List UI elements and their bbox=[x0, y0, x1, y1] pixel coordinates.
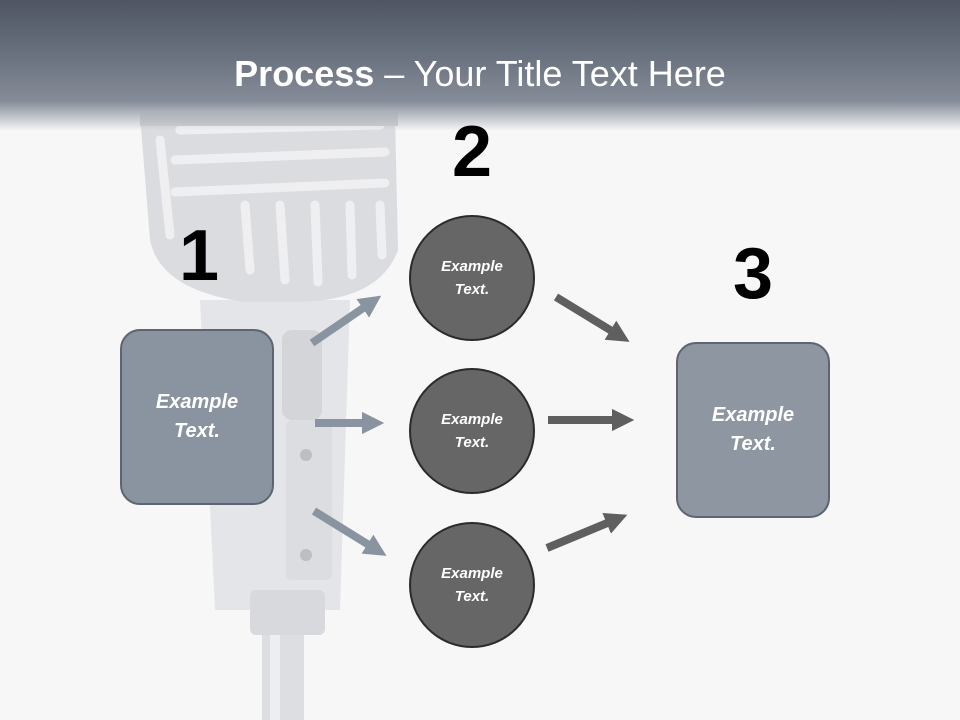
circle-middle-line-2: Text. bbox=[454, 434, 490, 451]
page-title: Process – Your Title Text Here bbox=[0, 52, 960, 96]
arrow-top-to-3 bbox=[553, 293, 630, 342]
step-1-line-1: Example bbox=[155, 391, 239, 413]
step-number-1: 1 bbox=[178, 216, 220, 296]
arrow-bottom-to-3 bbox=[545, 512, 628, 552]
circle-bottom-line-1: Example bbox=[441, 565, 503, 582]
circle-middle-line-1: Example bbox=[441, 411, 503, 428]
title-rest: – Your Title Text Here bbox=[374, 53, 726, 94]
step-3-line-2: Text. bbox=[730, 433, 776, 455]
circle-bottom-line-2: Text. bbox=[454, 588, 490, 605]
arrow-1-to-top bbox=[309, 295, 382, 347]
step-number-3: 3 bbox=[732, 234, 774, 314]
circle-top-line-2: Text. bbox=[454, 281, 490, 298]
step-number-2: 2 bbox=[451, 112, 493, 192]
step-3-line-1: Example bbox=[711, 404, 795, 426]
title-bar bbox=[0, 0, 960, 130]
circle-top-line-1: Example bbox=[441, 258, 503, 275]
step-1-line-2: Text. bbox=[174, 420, 220, 442]
title-bold: Process bbox=[234, 53, 375, 94]
arrow-1-to-bottom bbox=[311, 507, 387, 556]
